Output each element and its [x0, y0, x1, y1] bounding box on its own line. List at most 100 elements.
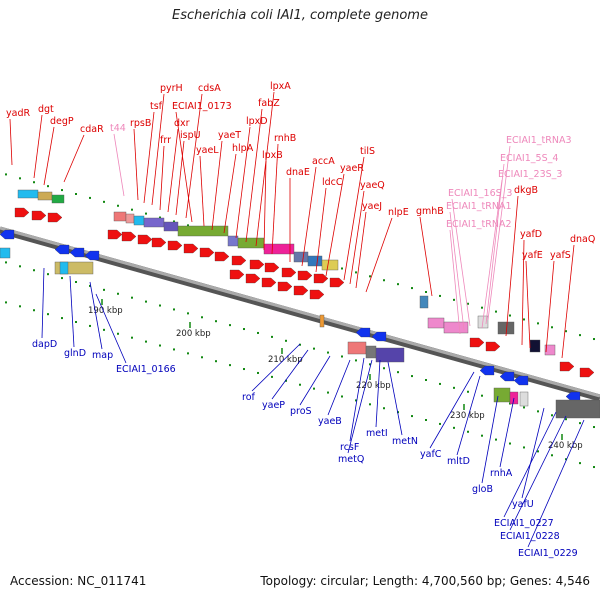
label-leader-line — [223, 153, 237, 234]
reverse-gene-arrow — [0, 229, 15, 240]
track-dots-lower2 — [61, 317, 63, 320]
gene-label: ECIAI1_16S_3 — [448, 188, 512, 199]
track-dots-lower — [439, 382, 441, 385]
label-leader-line — [271, 143, 279, 255]
label-leader-line — [521, 239, 525, 346]
track-dots-lower — [579, 422, 581, 425]
track-dots-lower — [103, 288, 105, 291]
track-dots-upper — [439, 294, 441, 297]
track-dots-lower2 — [47, 313, 49, 316]
gene-label: cdsA — [198, 83, 221, 94]
forward-gene-arrow — [249, 259, 265, 270]
gene-feature-block — [293, 251, 309, 263]
track-dots-upper — [61, 189, 63, 192]
track-dots-upper — [593, 338, 595, 341]
track-dots-upper — [89, 196, 91, 199]
gene-label: ECIAI1_0228 — [500, 531, 560, 542]
track-dots-upper — [495, 310, 497, 313]
gene-feature-block — [493, 387, 511, 403]
gene-label: yafS — [550, 250, 571, 261]
gene-label: ECIAI1_0229 — [518, 548, 578, 559]
track-dots-upper — [117, 204, 119, 207]
track-dots-lower — [145, 300, 147, 303]
forward-gene-arrow — [297, 270, 313, 281]
forward-gene-arrow — [137, 234, 153, 245]
forward-gene-arrow — [485, 341, 501, 352]
track-dots-upper — [47, 185, 49, 188]
gene-feature-block — [519, 391, 529, 407]
gene-feature-block — [263, 243, 295, 255]
track-dots-lower — [327, 351, 329, 354]
label-leader-line — [211, 140, 223, 231]
kbp-tick-label: 210 kbp — [268, 355, 303, 365]
gene-label: gloB — [472, 484, 493, 495]
track-dots-lower2 — [467, 430, 469, 433]
gene-feature-block — [227, 235, 239, 247]
track-dots-upper — [145, 212, 147, 215]
gene-feature-block — [113, 211, 127, 222]
forward-gene-arrow — [167, 240, 183, 251]
label-leader-line — [41, 267, 45, 339]
label-leader-line — [9, 118, 13, 166]
track-dots-lower2 — [481, 434, 483, 437]
gene-feature-block — [555, 399, 600, 419]
gene-label: cdaR — [80, 124, 104, 135]
label-leader-line — [43, 126, 55, 186]
track-dots-lower — [33, 269, 35, 272]
forward-gene-arrow — [214, 251, 230, 262]
gene-label: proS — [290, 406, 312, 417]
gene-label: pyrH — [160, 83, 183, 94]
label-leader-line — [365, 217, 393, 293]
track-dots-lower2 — [495, 438, 497, 441]
forward-gene-arrow — [309, 289, 325, 300]
track-dots-lower — [369, 363, 371, 366]
label-leader-line — [251, 343, 301, 392]
track-dots-lower2 — [117, 332, 119, 335]
label-leader-line — [301, 166, 317, 267]
track-dots-lower — [117, 292, 119, 295]
gene-label: map — [92, 350, 113, 361]
label-leader-line — [199, 155, 205, 227]
forward-gene-arrow — [245, 273, 261, 284]
forward-gene-arrow — [231, 255, 247, 266]
gene-feature-block — [307, 255, 323, 267]
track-dots-lower — [411, 375, 413, 378]
track-dots-lower2 — [131, 336, 133, 339]
label-leader-line — [167, 128, 179, 213]
forward-gene-arrow — [313, 273, 329, 284]
track-dots-upper — [341, 267, 343, 270]
reverse-gene-arrow — [479, 365, 495, 376]
gene-label: yaeJ — [362, 201, 382, 212]
track-dots-lower2 — [257, 371, 259, 374]
gene-label: nlpE — [388, 207, 409, 218]
gene-label: dkgB — [514, 185, 538, 196]
forward-gene-arrow — [261, 277, 277, 288]
gene-label: yadR — [6, 108, 30, 119]
track-dots-upper — [187, 224, 189, 227]
track-dots-lower2 — [425, 419, 427, 421]
forward-gene-arrow — [559, 361, 575, 372]
label-leader-line — [521, 407, 545, 499]
gene-label: mltD — [447, 456, 470, 467]
track-dots-lower2 — [327, 391, 329, 394]
gene-label: ECIAI1_tRNA1 — [446, 201, 512, 212]
label-leader-line — [63, 134, 85, 183]
track-dots-lower2 — [565, 458, 567, 461]
track-dots-lower2 — [201, 356, 203, 359]
gene-label: glnD — [64, 348, 86, 359]
track-dots-lower2 — [271, 375, 273, 378]
track-dots-lower2 — [369, 403, 371, 406]
track-dots-lower2 — [453, 426, 455, 429]
label-leader-line — [419, 216, 433, 297]
track-dots-lower2 — [173, 348, 175, 351]
label-leader-line — [159, 145, 165, 211]
forward-gene-arrow — [183, 243, 199, 254]
track-dots-lower — [523, 406, 525, 409]
track-dots-upper — [565, 330, 567, 333]
track-dots-upper — [173, 220, 175, 223]
gene-feature-block — [17, 189, 39, 199]
label-leader-line — [255, 91, 275, 247]
reverse-gene-arrow — [565, 391, 581, 402]
label-leader-line — [315, 187, 327, 273]
